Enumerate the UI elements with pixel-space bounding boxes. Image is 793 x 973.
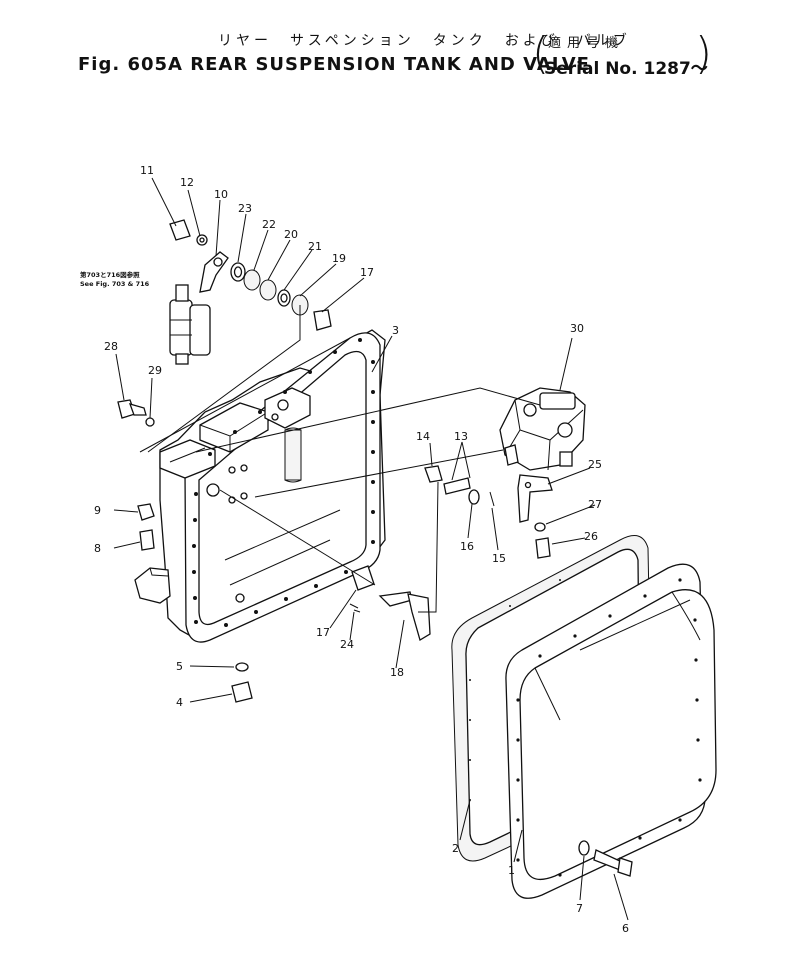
part-number-18: 18 (390, 666, 404, 679)
part-number-8: 8 (94, 542, 101, 555)
serial-range: ( 適用号機 Serial No. 1287～ ) (532, 28, 712, 80)
serial-paren-right: ) (694, 28, 712, 79)
valve-assembly (499, 387, 586, 523)
bolt-and-washer-upper-left (117, 399, 155, 427)
part-number-13: 13 (454, 430, 468, 443)
washer-and-bolt-right (534, 522, 551, 559)
part-number-23: 23 (238, 202, 252, 215)
part-number-22: 22 (262, 218, 276, 231)
drain-plug (231, 662, 253, 703)
part-number-20: 20 (284, 228, 298, 241)
leader-lines (113, 177, 629, 921)
part-number-16: 16 (460, 540, 474, 553)
lever-hardware (424, 465, 495, 507)
reference-note-jp: 第703と716図参照 (80, 270, 140, 279)
part-number-15: 15 (492, 552, 506, 565)
part-number-11: 11 (140, 164, 154, 177)
part-number-5: 5 (176, 660, 183, 673)
part-number-12: 12 (180, 176, 194, 189)
tank-body (134, 329, 386, 643)
part-number-27: 27 (588, 498, 602, 511)
part-number-10: 10 (214, 188, 228, 201)
title-japanese: リヤー サスペンション タンク および バルブ (218, 33, 631, 49)
figure-header: リヤー サスペンション タンク および バルブ Fig. 605A REAR S… (0, 0, 793, 90)
serial-label-english: Serial No. 1287～ (544, 59, 708, 79)
serial-paren-left: ( (532, 28, 550, 79)
part-number-2: 2 (452, 842, 459, 855)
seal-stack (169, 219, 332, 331)
accumulator-cylinder (169, 251, 229, 365)
title-english: Fig. 605A REAR SUSPENSION TANK AND VALVE (78, 54, 590, 75)
part-number-28: 28 (104, 340, 118, 353)
part-number-17-lower: 17 (316, 626, 330, 639)
tank-cover (505, 563, 717, 899)
part-number-21: 21 (308, 240, 322, 253)
part-number-9: 9 (94, 504, 101, 517)
part-number-19: 19 (332, 252, 346, 265)
part-number-4: 4 (176, 696, 183, 709)
part-number-26: 26 (584, 530, 598, 543)
part-number-25: 25 (588, 458, 602, 471)
part-number-3: 3 (392, 324, 399, 337)
part-number-29: 29 (148, 364, 162, 377)
part-number-1: 1 (508, 864, 515, 877)
part-number-14: 14 (416, 430, 430, 443)
reference-note-en: See Fig. 703 & 716 (80, 280, 150, 288)
part-number-30: 30 (570, 322, 584, 335)
serial-label-japanese: 適用号機 (548, 36, 625, 51)
part-number-24: 24 (340, 638, 354, 651)
part-number-6: 6 (622, 922, 629, 935)
nut-and-bolt-left (137, 503, 155, 551)
part-number-7: 7 (576, 902, 583, 915)
nut-and-bolt-lower-right (578, 840, 633, 877)
part-number-labels: 11 12 10 23 22 20 21 19 17 30 28 29 3 14… (94, 164, 629, 935)
part-number-17-upper: 17 (360, 266, 374, 279)
